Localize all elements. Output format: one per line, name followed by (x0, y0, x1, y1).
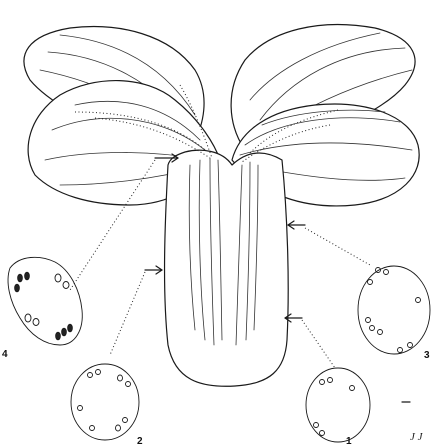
cross-section-4: 4 (2, 257, 82, 360)
cross-section-1: 1 (306, 368, 370, 447)
section-label-3: 3 (424, 350, 430, 361)
section-label-4: 4 (2, 349, 8, 360)
artist-initials: J J (410, 431, 424, 443)
section-label-2: 2 (137, 436, 143, 447)
cross-section-2: 2 (71, 364, 143, 447)
corolla-tube (165, 150, 289, 386)
section-label-1: 1 (346, 436, 352, 447)
cross-section-3: 3 (358, 266, 430, 361)
